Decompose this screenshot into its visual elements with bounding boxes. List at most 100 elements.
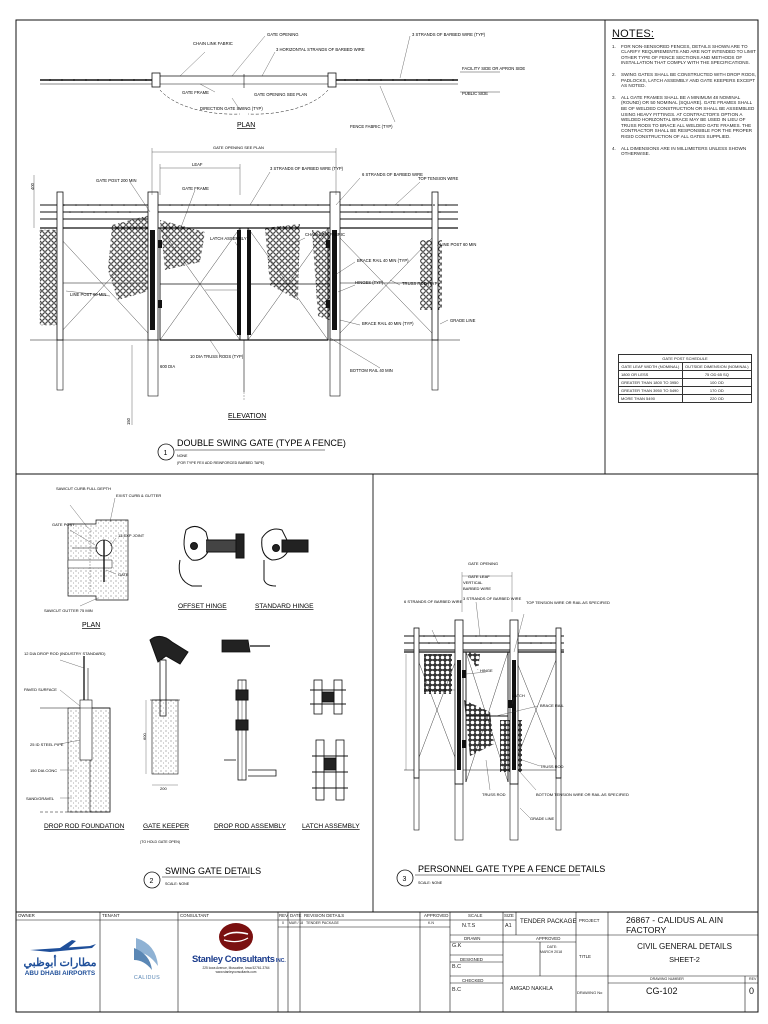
note-item: 4.ALL DIMENSIONS ARE IN MILLIMETERS UNLE… (612, 145, 747, 157)
title-label: TITLE (579, 954, 591, 959)
sheet-border (15, 19, 759, 1013)
label-p-gate-leaf: GATE LEAF (468, 574, 490, 579)
plan-barbs (49, 79, 454, 81)
package-name: TENDER PACKAGE (520, 918, 577, 925)
schedule-title: GATE POST SCHEDULE (618, 354, 752, 363)
approver-name: AMGAD NAKHLA (510, 986, 553, 992)
label-bottom-rail: BOTTOM RAIL 40 MIN (350, 368, 393, 373)
checked-value: B.C (452, 987, 461, 993)
date-label: DATE: (547, 945, 558, 949)
label-gate-frame: GATE FRAME (182, 90, 209, 95)
date-header: DATE (290, 913, 302, 918)
label-top-tension: TOP TENSION WIRE (418, 176, 458, 181)
rev-label: REV (749, 977, 757, 981)
note-item: 2.SWING GATES SHALL BE CONSTRUCTED WITH … (612, 71, 756, 89)
detail1-scale: NONE (177, 454, 188, 458)
label-truss-rod: TRUSS ROD (TYP) (402, 281, 439, 286)
label-gate-post: GATE POST (52, 522, 75, 527)
label-600dia: 600 DIA (160, 364, 175, 369)
label-paved: PAVED SURFACE (24, 687, 57, 692)
label-drop-dia: 12 DIA DROP ROD (INDUSTRY STANDARD) (24, 651, 106, 656)
consultant-address: 225 Iowa Avenue, Muscatine, Iowa 52761-3… (202, 966, 270, 970)
drop-rod-foundation (40, 656, 111, 813)
detail3-number: 3 (403, 876, 407, 883)
consultant-name: Stanley Consultants (192, 953, 275, 964)
rev-by: K.N (428, 921, 434, 925)
detail2-bubble (143, 871, 161, 889)
size-label: SIZE (504, 913, 514, 918)
detail1-number: 1 (164, 450, 168, 457)
scale-value: N.T.S (462, 923, 476, 929)
label-p-gate-opening: GATE OPENING (468, 561, 498, 566)
offset-hinge (178, 526, 245, 587)
detail1-bubble (157, 443, 175, 461)
size-value: A1 (505, 923, 512, 929)
detail3-title: PERSONNEL GATE TYPE A FENCE DETAILS (418, 864, 605, 874)
gate-keeper-title: GATE KEEPER (143, 823, 189, 830)
label-fence-fabric: FENCE FABRIC (TYP) (350, 124, 393, 129)
label-3-strands-elev: 3 STRANDS OF BARBED WIRE (TYP) (270, 166, 344, 171)
curb-plan-title: PLAN (82, 622, 100, 629)
owner-logo-english: ABU DHABI AIRPORTS (24, 970, 96, 977)
label-steel-pipe: 25 ID STEEL PIPE (30, 742, 64, 747)
label-gate: GATE (118, 572, 129, 577)
designed-label: DESIGNED (460, 957, 483, 962)
rev-date: MAR / 18 (289, 921, 304, 925)
label-p-barbed: BARBED WIRE (463, 586, 491, 591)
label-truss10: 10 DIA TRUSS RODS (TYP) (190, 354, 244, 359)
label-exp-joint: 13 EXP JOINT (118, 533, 145, 538)
date-value: MARCH 2018 (540, 950, 563, 954)
consultant-logo: Stanley Consultants INC. 225 Iowa Avenue… (192, 922, 286, 974)
label-p-latch: LATCH (512, 693, 525, 698)
label-p-3-strands: 3 STRANDS OF BARBED WIRE (463, 596, 522, 601)
gate-keeper (149, 636, 189, 775)
label-p-vertical: VERTICAL (463, 580, 483, 585)
label-public-side: PUBLIC SIDE (462, 91, 488, 96)
notes-panel: NOTES: 1.FOR NON-SENSORED FENCES, DETAIL… (612, 28, 758, 163)
consultant-web: www.stanleyconsultants.com (215, 970, 257, 974)
title-block: OWNER TENANT CONSULTANT مطارات أبوظبي AB… (16, 912, 757, 1012)
drawing-rev: 0 (749, 986, 755, 996)
label-p-grade: GRADE LINE (530, 816, 555, 821)
drawn-label: DRAWN (464, 936, 481, 941)
label-p-6-strands: 6 STRANDS OF BARBED WIRE (404, 599, 463, 604)
label-p-truss-rod-2: TRUSS ROD (482, 792, 506, 797)
consultant-inc: INC. (275, 958, 286, 964)
standard-hinge-title: STANDARD HINGE (255, 603, 314, 610)
label-sawcut: SAWCUT CURB FULL DEPTH (56, 486, 111, 491)
approved-label: APPROVED (536, 936, 561, 941)
drop-rod-assembly (221, 639, 277, 781)
label-line-post-left: LINE POST 60 MIN (70, 292, 106, 297)
label-p-bottom: BOTTOM TENSION WIRE OR RAIL AS SPECIFIED (536, 792, 629, 797)
tenant-logo-text: CALIDUS (133, 975, 161, 981)
plan-title: PLAN (237, 122, 255, 129)
owner-label: OWNER (18, 913, 35, 918)
approved-header: APPROVED (424, 913, 449, 918)
notes-heading: NOTES: (612, 28, 655, 40)
label-dim-600: 600 (142, 733, 147, 740)
airplane-icon (30, 940, 96, 952)
label-3-strands-typ: 3 STRANDS OF BARBED WIRE (TYP) (412, 32, 486, 37)
rev-detail: TENDER PACKAGE (306, 921, 339, 925)
label-sand: SAND/GRAVEL (26, 796, 55, 801)
label-p-hinge: HINGE (480, 668, 493, 673)
label-chain-link: CHAIN LINK FABRIC (193, 41, 233, 46)
drop-assembly-title: DROP ROD ASSEMBLY (214, 823, 287, 830)
label-conc: 150 DIA CONC (30, 768, 57, 773)
project-label: PROJECT (579, 918, 600, 923)
plan-leaders (179, 35, 411, 123)
drop-foundation-title: DROP ROD FOUNDATION (44, 823, 125, 830)
personnel-gate-view (404, 572, 564, 841)
checked-label: CHECKED (462, 978, 484, 983)
latch-assembly-title: LATCH ASSEMBLY (302, 823, 360, 830)
owner-logo-arabic: مطارات أبوظبي (23, 957, 97, 969)
rev-header: REV (279, 913, 289, 918)
tenant-logo: CALIDUS (116, 934, 178, 981)
drawing-number: CG-102 (646, 986, 678, 996)
label-facility-side: FACILITY SIDE OR APRON SIDE (462, 66, 525, 71)
label-line-post: LINE POST 60 MIN (440, 242, 476, 247)
standard-hinge (261, 528, 309, 587)
detail1-subtitle: (FOR TYPE FEX ADD REINFORCED BARBED TAPE… (177, 461, 264, 465)
